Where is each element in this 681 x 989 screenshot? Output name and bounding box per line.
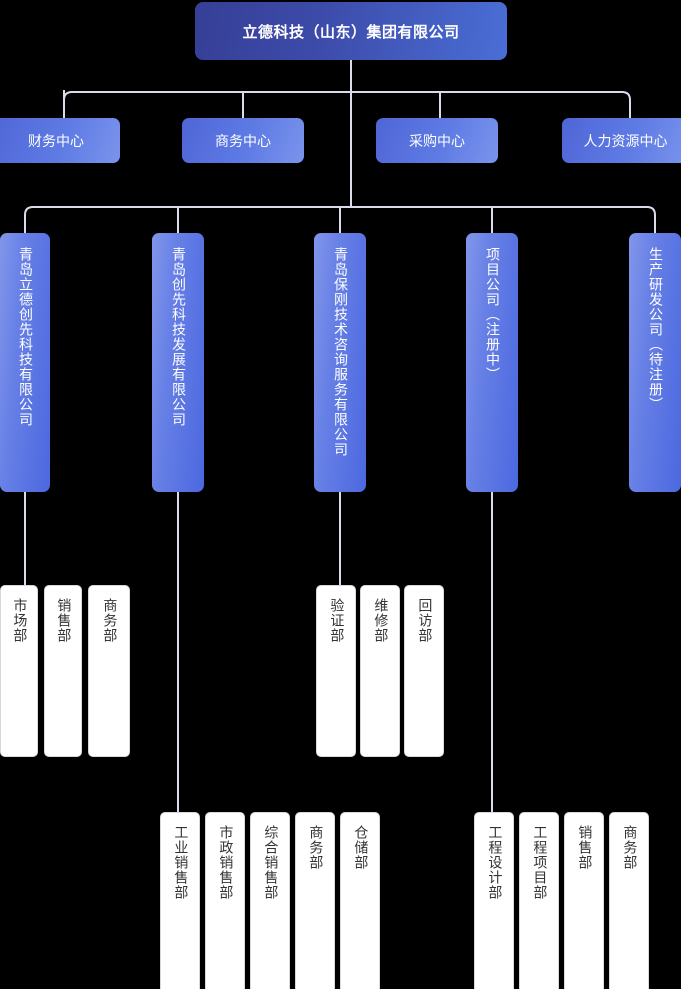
company-label: 青岛创先科技发展有限公司 <box>170 247 186 427</box>
node-company-lide-chuangxian[interactable]: 青岛立德创先科技有限公司 <box>0 233 50 492</box>
company-label: 生产研发公司（待注册） <box>647 247 663 412</box>
node-company-production-rnd[interactable]: 生产研发公司（待注册） <box>629 233 681 492</box>
node-dept-maintenance[interactable]: 维修部 <box>360 585 400 757</box>
node-dept-business-c4[interactable]: 商务部 <box>609 812 649 989</box>
node-dept-followup[interactable]: 回访部 <box>404 585 444 757</box>
dept-label: 综合销售部 <box>262 825 279 900</box>
node-dept-business-c2[interactable]: 商务部 <box>295 812 335 989</box>
node-company-baogang-consulting[interactable]: 青岛保刚技术咨询服务有限公司 <box>314 233 366 492</box>
dept-label: 维修部 <box>372 598 389 643</box>
dept-label: 仓储部 <box>352 825 369 870</box>
company-label: 青岛立德创先科技有限公司 <box>17 247 33 427</box>
dept-label: 验证部 <box>328 598 345 643</box>
center-label: 财务中心 <box>28 133 84 150</box>
dept-label: 回访部 <box>416 598 433 643</box>
node-dept-industrial-sales[interactable]: 工业销售部 <box>160 812 200 989</box>
node-dept-warehouse[interactable]: 仓储部 <box>340 812 380 989</box>
node-company-chuangxian-dev[interactable]: 青岛创先科技发展有限公司 <box>152 233 204 492</box>
node-dept-business[interactable]: 商务部 <box>88 585 130 757</box>
node-company-project[interactable]: 项目公司（注册中） <box>466 233 518 492</box>
dept-label: 工程设计部 <box>486 825 503 900</box>
dept-label: 销售部 <box>576 825 593 870</box>
node-center-hr[interactable]: 人力资源中心 <box>562 118 681 163</box>
node-dept-engineering-design[interactable]: 工程设计部 <box>474 812 514 989</box>
node-dept-verification[interactable]: 验证部 <box>316 585 356 757</box>
root-label: 立德科技（山东）集团有限公司 <box>242 22 460 41</box>
company-label: 项目公司（注册中） <box>484 247 500 382</box>
node-center-purchasing[interactable]: 采购中心 <box>376 118 498 163</box>
node-dept-market[interactable]: 市场部 <box>0 585 38 757</box>
dept-label: 市场部 <box>11 598 28 643</box>
wire-center-bus <box>63 91 631 118</box>
dept-label: 商务部 <box>307 825 324 870</box>
dept-label: 工程项目部 <box>531 825 548 900</box>
dept-label: 商务部 <box>101 598 118 643</box>
center-label: 商务中心 <box>215 133 271 150</box>
node-dept-sales-c4[interactable]: 销售部 <box>564 812 604 989</box>
node-dept-municipal-sales[interactable]: 市政销售部 <box>205 812 245 989</box>
node-center-business[interactable]: 商务中心 <box>182 118 304 163</box>
center-label: 采购中心 <box>409 133 465 150</box>
company-label: 青岛保刚技术咨询服务有限公司 <box>332 247 348 457</box>
dept-label: 商务部 <box>621 825 638 870</box>
dept-label: 市政销售部 <box>217 825 234 900</box>
dept-label: 销售部 <box>55 598 72 643</box>
node-dept-general-sales[interactable]: 综合销售部 <box>250 812 290 989</box>
node-dept-sales[interactable]: 销售部 <box>44 585 82 757</box>
node-dept-engineering-project[interactable]: 工程项目部 <box>519 812 559 989</box>
node-root-company[interactable]: 立德科技（山东）集团有限公司 <box>195 2 507 60</box>
center-label: 人力资源中心 <box>583 133 668 150</box>
node-center-finance[interactable]: 财务中心 <box>0 118 120 163</box>
dept-label: 工业销售部 <box>172 825 189 900</box>
